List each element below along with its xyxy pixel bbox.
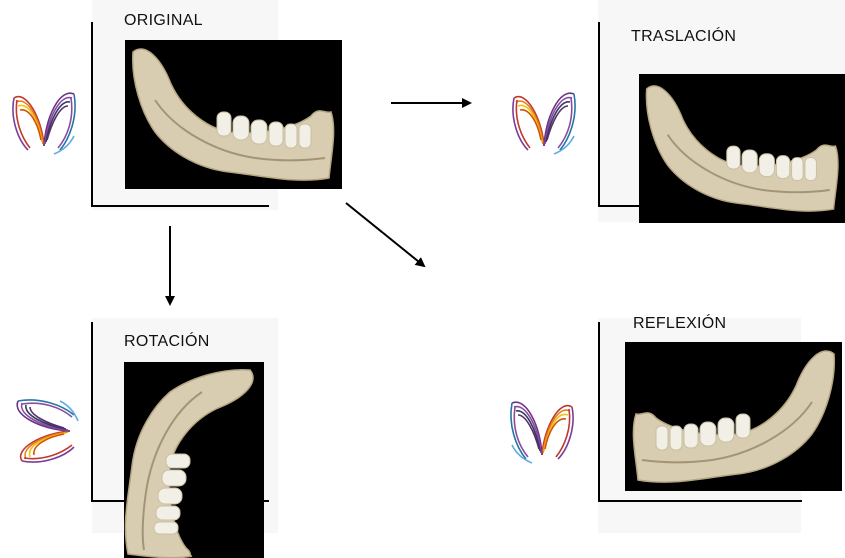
arrow-diagonal-icon <box>346 203 424 266</box>
